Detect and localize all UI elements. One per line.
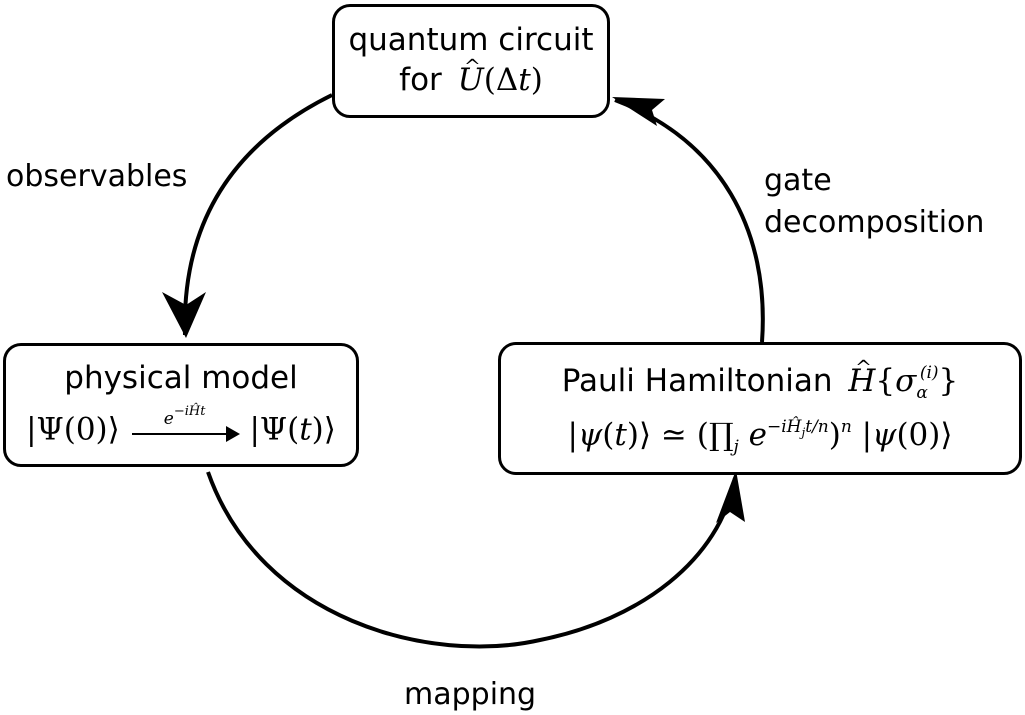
observables-arrow	[182, 93, 333, 336]
mapping-arrowhead	[716, 470, 745, 523]
observables-arrowhead	[162, 292, 206, 338]
decomposition-label: decomposition	[764, 205, 985, 240]
gate-decomposition-arrowhead	[612, 97, 665, 126]
for-label: for	[399, 62, 442, 98]
trotter-expression: |ψ(t)⟩ ≃ (∏j e−iĤjt/n)n |ψ(0)⟩	[567, 417, 953, 457]
hamiltonian-symbol: H{σα(i)}	[848, 363, 958, 402]
initial-state: |Ψ(0)⟩	[26, 411, 120, 448]
pauli-hamiltonian-box: Pauli Hamiltonian H{σα(i)} |ψ(t)⟩ ≃ (∏j …	[498, 342, 1022, 475]
quantum-circuit-box: quantum circuit for U(Δt)	[332, 4, 610, 118]
unitary-expression: U(Δt)	[458, 62, 543, 98]
time-evolution-expression: |Ψ(0)⟩ e−iĤt |Ψ(t)⟩	[6, 405, 356, 450]
quantum-circuit-subtitle: for U(Δt)	[335, 60, 607, 100]
pauli-hamiltonian-label: Pauli Hamiltonian	[561, 363, 833, 399]
observables-label: observables	[6, 159, 188, 194]
evolved-state: |Ψ(t)⟩	[249, 411, 336, 448]
evolution-arrow: e−iĤt	[130, 405, 240, 445]
gate-label: gate	[764, 163, 832, 198]
mapping-arrow	[206, 471, 737, 649]
physical-model-box: physical model |Ψ(0)⟩ e−iĤt |Ψ(t)⟩	[3, 343, 359, 467]
pauli-hamiltonian-title: Pauli Hamiltonian H{σα(i)}	[501, 361, 1019, 402]
mapping-label: mapping	[404, 677, 537, 712]
gate-decomposition-arrow	[614, 98, 765, 343]
physical-model-title: physical model	[64, 360, 298, 396]
